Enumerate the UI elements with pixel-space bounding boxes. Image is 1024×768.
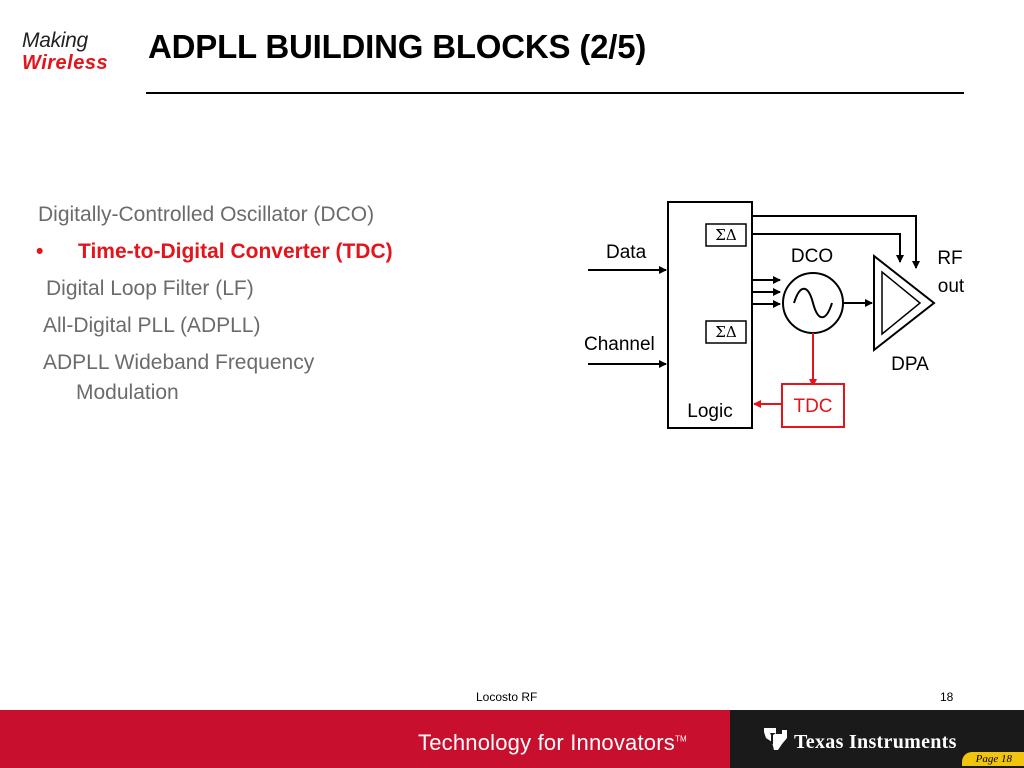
- sigma-delta-top: [705, 223, 747, 247]
- slide-title: ADPLL BUILDING BLOCKS (2/5): [148, 28, 647, 65]
- footer-red-band: Technology for InnovatorsTM: [0, 710, 730, 768]
- tdc-block: [781, 383, 845, 428]
- sigma-delta-top-label: ΣΔ: [715, 226, 737, 244]
- dpa-label: DPA: [891, 354, 929, 375]
- footer-center-text: Locosto RF: [476, 690, 538, 704]
- logo-line-making: Making: [22, 29, 88, 52]
- sigma-delta-bottom-label: ΣΔ: [715, 323, 737, 341]
- bullet-tdc: Time-to-Digital Converter (TDC): [78, 240, 393, 263]
- company-name: Texas Instruments: [794, 731, 957, 753]
- data-label: Data: [606, 242, 647, 263]
- bullet-wideband-continuation: Modulation: [76, 381, 179, 404]
- footer-tagline: Technology for InnovatorsTM: [418, 730, 687, 755]
- ti-logo-icon: [764, 728, 787, 750]
- footer-bar: Technology for InnovatorsTM Texas Instru…: [0, 710, 1024, 768]
- bullet-lf: Digital Loop Filter (LF): [46, 277, 254, 300]
- tdc-label: TDC: [793, 396, 832, 417]
- bypass-line-2: [752, 233, 904, 263]
- out-label: out: [938, 276, 965, 297]
- sine-wave-icon: [793, 287, 833, 319]
- trademark-mark: TM: [674, 734, 687, 744]
- title-underline: [146, 92, 964, 94]
- dco-label: DCO: [791, 246, 833, 267]
- footer-black-band: Texas Instruments Page 18: [730, 710, 1024, 768]
- bypass-line-1: [752, 215, 920, 269]
- dpa-triangle-outer: [873, 253, 936, 353]
- rf-label: RF: [937, 248, 962, 269]
- page-tag: Page 18: [961, 752, 1024, 766]
- making-wireless-logo: Making Wireless: [22, 29, 140, 75]
- bullet-wideband: ADPLL Wideband Frequency: [43, 351, 315, 374]
- bullet-dco: Digitally-Controlled Oscillator (DCO): [38, 203, 375, 226]
- adpll-block-diagram: Logic ΣΔ ΣΔ Data Channel DCO DPA RF out …: [584, 201, 965, 429]
- sigma-delta-bottom: [705, 320, 747, 344]
- logo-line-wireless: Wireless: [22, 52, 109, 74]
- logic-label: Logic: [687, 401, 732, 422]
- channel-label: Channel: [584, 334, 655, 355]
- bullet-adpll: All-Digital PLL (ADPLL): [43, 314, 261, 337]
- footer-page-number: 18: [940, 690, 954, 704]
- bullet-marker: •: [36, 240, 44, 263]
- dpa-triangle-inner: [881, 270, 922, 336]
